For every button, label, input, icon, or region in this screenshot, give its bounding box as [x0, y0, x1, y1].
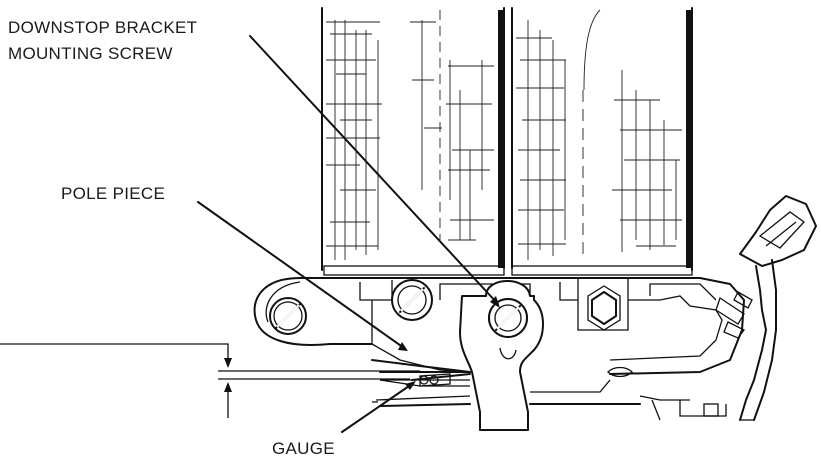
- left-coil: [321, 7, 505, 276]
- pole-piece-label: POLE PIECE: [61, 184, 166, 203]
- right-coil: [511, 7, 693, 276]
- leader-downstop: [249, 35, 500, 308]
- gap-dimension: [0, 343, 420, 418]
- gauge-label: GAUGE: [272, 439, 335, 458]
- hex-nut: [587, 285, 621, 331]
- leader-gauge: [341, 381, 416, 433]
- downstop-bracket-mounting-screw-head: [488, 298, 528, 338]
- coil-screw-left: [391, 279, 433, 321]
- leader-pole-piece: [197, 201, 408, 351]
- feeler-gauge: [411, 366, 633, 387]
- downstop-bracket-label-line1: DOWNSTOP BRACKET: [8, 18, 198, 37]
- left-coil-winding-grid: [326, 20, 494, 260]
- downstop-bracket-label-line2: MOUNTING SCREW: [8, 44, 173, 63]
- right-coil-winding-grid: [516, 20, 682, 260]
- terminal-connector: [715, 195, 817, 421]
- heel-screw: [269, 297, 307, 335]
